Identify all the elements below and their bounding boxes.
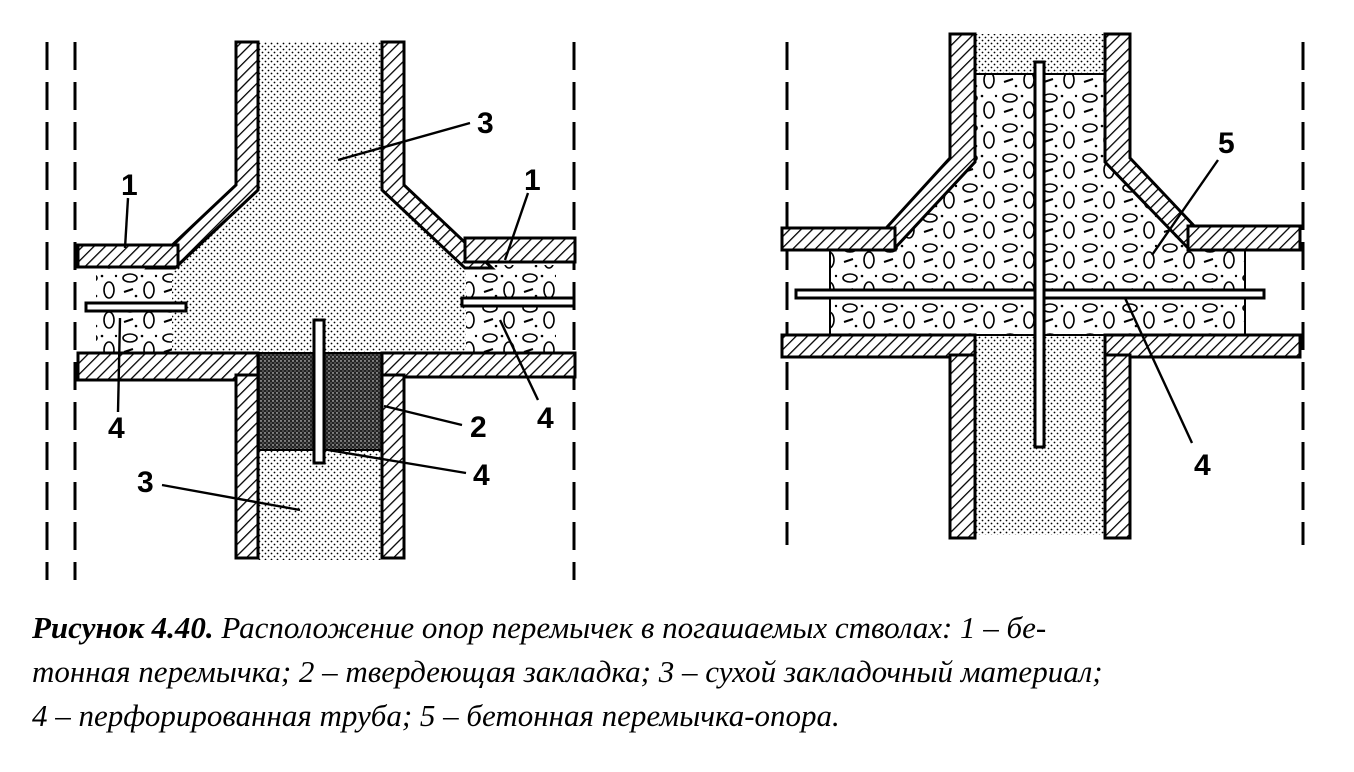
left-drawing: 3 1 1 4 4 2 4 3 — [45, 40, 577, 580]
lower-wall-left — [234, 373, 260, 560]
label-1-right: 1 — [524, 164, 541, 197]
label-4-center: 4 — [473, 459, 490, 492]
label-5: 5 — [1218, 127, 1235, 160]
right-beam-top-right — [1186, 224, 1302, 252]
caption-line-1: Рисунок 4.40. Расположение опор перемыче… — [32, 606, 1332, 650]
upper-wall-right — [380, 40, 496, 270]
leader-5 — [1151, 159, 1219, 256]
pipe-center — [312, 318, 326, 465]
right-lower-wall-right — [1103, 353, 1132, 540]
label-2: 2 — [470, 411, 487, 444]
figure-caption: Рисунок 4.40. Расположение опор перемыче… — [32, 606, 1332, 738]
leader-1-right — [503, 192, 530, 261]
beam-top-left — [76, 243, 180, 269]
beam-top-right — [463, 236, 577, 264]
right-pipe-horizontal — [794, 288, 1266, 300]
right-beam-top-left — [780, 226, 897, 252]
concrete-plug-right — [466, 265, 556, 353]
leader-2 — [383, 404, 463, 427]
right-beam-bottom-left — [780, 333, 977, 359]
label-3-top: 3 — [477, 107, 494, 140]
right-drawing: 5 4 — [780, 32, 1305, 545]
label-4-right: 4 — [537, 402, 554, 435]
label-3-bottom: 3 — [137, 466, 154, 499]
label-1-left: 1 — [121, 169, 138, 202]
label-4-right-drawing: 4 — [1194, 449, 1211, 482]
dry-fill-upper — [170, 42, 466, 353]
caption-title: Рисунок 4.40. — [32, 610, 214, 645]
caption-line-2: тонная перемычка; 2 – твердеющая закладк… — [32, 654, 1103, 689]
right-pipe-vertical — [1033, 60, 1046, 449]
label-4-left: 4 — [108, 412, 125, 445]
leader-4-right — [498, 319, 540, 401]
shaft-diagram: 3 1 1 4 4 2 4 3 — [45, 32, 1305, 580]
beam-bottom-right — [380, 351, 577, 379]
beam-bottom-left — [76, 351, 260, 382]
pipe-left — [84, 301, 188, 313]
pipe-right — [460, 296, 576, 308]
leader-4-left — [116, 317, 122, 413]
leader-3-top — [337, 121, 471, 162]
caption-line-3: 4 – перфорированная труба; 5 – бетонная … — [32, 698, 840, 733]
leader-1-left — [123, 197, 130, 249]
right-beam-bottom-right — [1103, 333, 1302, 359]
leader-4-center — [327, 448, 467, 475]
caption-text-1: Расположение опор перемычек в погашаемых… — [221, 610, 1047, 645]
right-lower-wall-left — [948, 353, 977, 540]
leader-4 — [1123, 297, 1194, 444]
lower-wall-right — [380, 373, 406, 560]
leader-3-bottom — [161, 483, 301, 512]
